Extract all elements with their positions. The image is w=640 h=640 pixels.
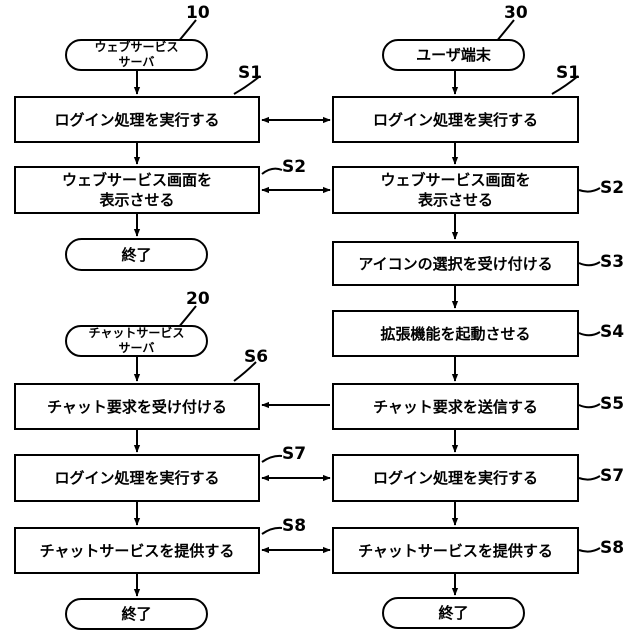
chat-s8-box: チャットサービスを提供する xyxy=(14,527,260,574)
leader-ut-s8 xyxy=(579,548,600,552)
leader-ut-s5 xyxy=(579,404,600,407)
chat-s7-label: S7 xyxy=(282,445,306,463)
chat-end: 終了 xyxy=(65,598,208,630)
ut-s4-label: S4 xyxy=(600,323,624,341)
ut-s1-label: S1 xyxy=(556,64,580,82)
ut-s2-label: S2 xyxy=(600,179,624,197)
chat-server-start: チャットサービス サーバ xyxy=(65,325,208,357)
ut-s7-box: ログイン処理を実行する xyxy=(332,454,579,502)
leader-ut-s2 xyxy=(579,188,600,192)
leader-web-s2 xyxy=(262,169,282,174)
web-end: 終了 xyxy=(65,238,208,271)
chat-s6-label: S6 xyxy=(244,348,268,366)
chat-s8-label: S8 xyxy=(282,517,306,535)
ref-user-terminal: 30 xyxy=(504,4,528,22)
ut-s2-box: ウェブサービス画面を 表示させる xyxy=(332,166,579,214)
ut-s5-label: S5 xyxy=(600,395,624,413)
leader-ut-s4 xyxy=(579,332,600,335)
web-s2-box: ウェブサービス画面を 表示させる xyxy=(14,166,260,214)
web-s2-label: S2 xyxy=(282,158,306,176)
ut-s7-label: S7 xyxy=(600,467,624,485)
ut-s3-box: アイコンの選択を受け付ける xyxy=(332,241,579,286)
ut-s5-box: チャット要求を送信する xyxy=(332,383,579,430)
leader-ut-s3 xyxy=(579,262,600,265)
web-server-start: ウェブサービス サーバ xyxy=(65,39,208,71)
leader-chat-s8 xyxy=(262,528,282,534)
ut-s1-box: ログイン処理を実行する xyxy=(332,96,579,143)
web-s1-label: S1 xyxy=(238,64,262,82)
chat-s7-box: ログイン処理を実行する xyxy=(14,454,260,502)
web-s1-box: ログイン処理を実行する xyxy=(14,96,260,143)
user-terminal-start: ユーザ端末 xyxy=(382,39,525,71)
ut-s3-label: S3 xyxy=(600,253,624,271)
ut-s8-box: チャットサービスを提供する xyxy=(332,527,579,574)
leader-chat-s7 xyxy=(262,456,282,462)
ref-chat-server: 20 xyxy=(186,290,210,308)
leader-ut-s7 xyxy=(579,476,600,480)
chat-s6-box: チャット要求を受け付ける xyxy=(14,383,260,430)
ref-web-server: 10 xyxy=(186,4,210,22)
ut-end: 終了 xyxy=(382,597,525,629)
ut-s4-box: 拡張機能を起動させる xyxy=(332,310,579,357)
ut-s8-label: S8 xyxy=(600,539,624,557)
